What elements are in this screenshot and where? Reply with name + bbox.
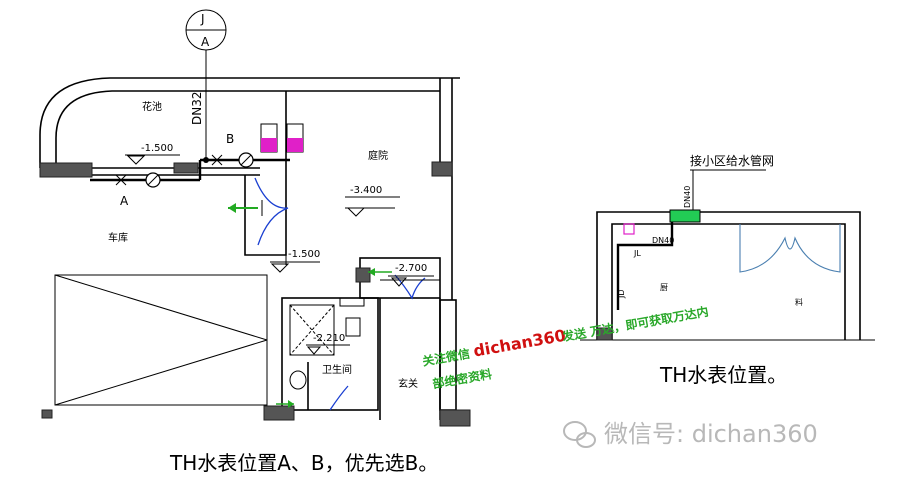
meter-a-assembly: A [90, 172, 200, 208]
wechat-id-text: 微信号: dichan360 [604, 420, 818, 448]
right-caption: TH水表位置。 [659, 363, 787, 387]
curtain-fixture [739, 224, 841, 273]
entrance-area [355, 257, 471, 427]
supply-network-label: 接小区给水管网 [690, 153, 774, 168]
svg-text:-3.400: -3.400 [350, 185, 382, 196]
entrance-label: 玄关 [398, 377, 418, 390]
pipe-size-mid: DN40 [652, 236, 674, 245]
wall-block-mid [173, 162, 199, 174]
elevation-marker-2: -3.400 [345, 185, 400, 217]
svg-text:dichan360: dichan360 [472, 326, 567, 361]
room-left-label: 厨 [660, 283, 668, 292]
riser-label: JL [633, 249, 641, 258]
meter-green-box [669, 209, 701, 223]
wechat-watermark: 微信号: dichan360 [563, 420, 818, 448]
bathroom-label: 卫生间 [322, 363, 352, 376]
wall-block-left [39, 162, 93, 178]
garage-parking-box [54, 274, 268, 406]
indoor-pipe-route [616, 222, 674, 310]
svg-text:-2.700: -2.700 [395, 263, 427, 274]
elevation-marker-1: -1.500 [125, 143, 180, 165]
elevation-marker-3: -1.500 [270, 240, 320, 273]
meter-symbol-circle: J A [185, 9, 227, 51]
green-arrow-1 [228, 200, 263, 216]
shaft-outline [244, 175, 287, 256]
left-caption: TH水表位置A、B，优先选B。 [169, 451, 438, 475]
svg-text:关注微信: 关注微信 [421, 346, 471, 369]
svg-text:发送 万达，即可获取万达内: 发送 万达，即可获取万达内 [560, 304, 710, 345]
garage-label: 车库 [108, 231, 128, 244]
riser-mark: JD [617, 289, 626, 299]
bathroom-room [281, 297, 379, 411]
meter-a-label: A [120, 194, 129, 208]
symbol-top-text: J [200, 12, 205, 26]
svg-text:-1.500: -1.500 [141, 143, 173, 154]
wall-block-bath [263, 405, 295, 421]
garden-wall-outer [39, 77, 460, 168]
elevation-marker-5: -2.210 [306, 333, 350, 355]
meter-box-group [260, 123, 304, 153]
garden-label: 花池 [142, 100, 162, 113]
meter-b-label: B [226, 132, 234, 146]
door-swing-blue [254, 177, 289, 246]
wechat-icon [563, 421, 596, 448]
elevation-marker-4: -2.700 [388, 263, 434, 287]
svg-text:-1.500: -1.500 [288, 249, 320, 260]
yard-label: 庭院 [368, 149, 388, 162]
meter-b-assembly: B [200, 132, 290, 168]
green-arrow-3 [368, 268, 392, 276]
magenta-marker [623, 223, 635, 235]
pipe-size-label: DN32 [190, 92, 204, 126]
right-building-outline [580, 211, 875, 341]
wall-block [41, 409, 53, 419]
garden-wall-inner [55, 90, 286, 168]
pipe-size-top: DN40 [683, 186, 692, 208]
symbol-bottom-text: A [201, 35, 210, 49]
column-block [431, 161, 453, 177]
green-arrow-2 [276, 400, 294, 408]
room-right-label: 料 [795, 297, 803, 307]
svg-text:-2.210: -2.210 [313, 333, 345, 344]
